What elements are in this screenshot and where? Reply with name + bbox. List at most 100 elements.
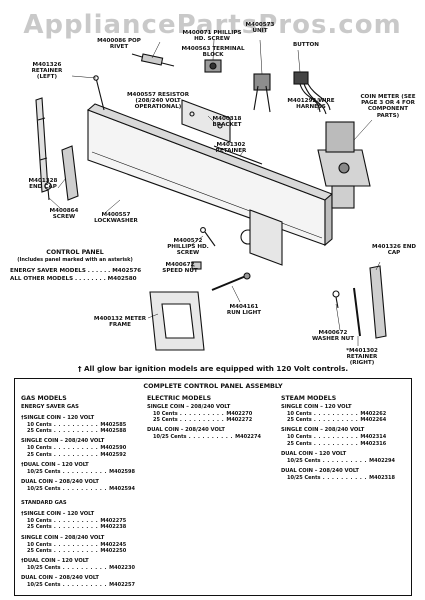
part-row-label: 10/25 Cents — [153, 434, 187, 441]
model-group-heading: DUAL COIN – 208/240 VOLT — [21, 479, 99, 486]
part-row-label: 10 Cents — [153, 411, 178, 417]
part-row: 25 Cents . . . . . . . . . . M402316 — [281, 441, 409, 447]
part-row: 10 Cents . . . . . . . . . . M402275 — [21, 518, 141, 524]
wire-harness-label: M401292 WIRE HARNESS — [287, 98, 335, 111]
model-group: STANDARD GAS — [21, 500, 141, 507]
column-heading: STEAM MODELS — [281, 395, 337, 402]
exploded-view-drawing — [35, 39, 387, 351]
part-number: M402592 — [100, 451, 127, 458]
retainer-right-part — [353, 287, 361, 337]
speed-nut-part — [191, 261, 202, 270]
run-light-label: M404161 RUN LIGHT — [226, 304, 262, 317]
leader-dots: . . . . . . . . . . — [177, 417, 227, 424]
coin-meter-part — [317, 121, 371, 209]
column-heading: ELECTRIC MODELS — [147, 395, 212, 402]
leader-dots: . . . . . . . . . . — [51, 547, 101, 554]
coin-meter-label: COIN METER (See page 3 or 4 for componen… — [360, 94, 416, 119]
pop-rivet-label: M400086 POP RIVET — [97, 38, 141, 51]
part-row-label: 10 Cents — [27, 422, 52, 428]
leader-dots: . . . . . . . . . . — [51, 518, 101, 525]
resistor-label: M400557 RESISTOR (208/240 Volt operation… — [126, 92, 189, 111]
leader-dots: . . . . . . . . . . — [311, 440, 361, 447]
part-number: M402270 — [226, 411, 253, 417]
part-row-label: 10/25 Cents — [287, 457, 321, 464]
leader-dots: . . . . . . . . . . — [311, 434, 361, 441]
leader-dots: . . . . . . . . . . — [186, 434, 236, 441]
energy-saver-models-label: ENERGY SAVER MODELS . . . . . . M402576 — [10, 268, 142, 274]
part-number: M402238 — [100, 524, 127, 531]
wire-harness-part — [293, 71, 331, 115]
leader-dots: . . . . . . . . . . — [311, 417, 361, 424]
part-row: 25 Cents . . . . . . . . . . M402272 — [147, 417, 275, 423]
leader-dots: . . . . . . . . . . — [320, 475, 370, 482]
model-group-heading: DUAL COIN – 208/240 VOLT — [147, 427, 225, 434]
model-group-heading: †SINGLE COIN – 120 VOLT — [21, 511, 95, 518]
part-row: 10 Cents . . . . . . . . . . M402262 — [281, 411, 409, 417]
part-row: 10/25 Cents . . . . . . . . . . M402594 — [21, 486, 141, 492]
column-heading: GAS MODELS — [21, 395, 67, 402]
all-other-models-label: ALL OTHER MODELS . . . . . . . . M402580 — [10, 276, 137, 282]
part-number: M402257 — [109, 582, 135, 589]
leader-dots: . . . . . . . . . . — [311, 411, 361, 417]
part-row-label: 25 Cents — [287, 440, 312, 447]
unit-label: M400573 UNIT — [245, 22, 275, 35]
part-number: M402594 — [109, 486, 135, 493]
watermark: AppliancePartsPros.com — [23, 10, 402, 40]
lockwasher-label: M400557 LOCKWASHER — [94, 212, 138, 225]
part-row: 25 Cents . . . . . . . . . . M402588 — [21, 428, 141, 434]
part-row-label: 10/25 Cents — [27, 468, 61, 475]
part-number: M402316 — [360, 440, 387, 447]
phillips-screw-mid-label: M400572 PHILLIPS HD. SCREW — [167, 238, 209, 257]
retainer-mid-part — [213, 145, 263, 165]
part-number: M402588 — [100, 428, 127, 435]
retainer-mid-label: M401302 RETAINER — [215, 142, 247, 155]
phillips-screw-mid-part — [200, 227, 216, 247]
leader-dots: . . . . . . . . . . — [177, 411, 227, 417]
part-row-label: 25 Cents — [27, 524, 52, 531]
model-group-heading: SINGLE COIN – 208/240 VOLT — [147, 404, 231, 410]
model-group-heading: SINGLE COIN – 208/240 VOLT — [281, 427, 365, 434]
part-row-label: 10/25 Cents — [27, 486, 61, 493]
part-number: M402272 — [226, 417, 253, 424]
model-group: ENERGY SAVER GAS — [21, 404, 141, 411]
meter-frame-part — [149, 291, 205, 351]
leader-dots: . . . . . . . . . . — [51, 524, 101, 531]
screw-part — [44, 182, 52, 201]
model-group-heading: DUAL COIN – 120 VOLT — [281, 450, 347, 457]
screw-label: M400864 SCREW — [49, 208, 79, 221]
leader-dots: . . . . . . . . . . — [60, 582, 110, 589]
part-row-label: 10 Cents — [27, 541, 52, 548]
assembly-title: COMPLETE CONTROL PANEL ASSEMBLY — [143, 382, 283, 390]
bracket-label: M400318 BRACKET — [212, 116, 242, 129]
terminal-block-label: M400563 TERMINAL BLOCK — [181, 46, 245, 59]
part-row: 25 Cents . . . . . . . . . . M402238 — [21, 524, 141, 530]
part-row-label: 25 Cents — [27, 547, 52, 554]
model-group-heading: ENERGY SAVER GAS — [21, 404, 79, 410]
end-cap-right-label: M401326 END CAP — [372, 244, 417, 257]
washer-nut-label: M400672 WASHER NUT — [311, 330, 355, 343]
leader-dots: . . . . . . . . . . — [51, 451, 101, 458]
model-group-heading: STANDARD GAS — [21, 500, 67, 507]
part-number: M402264 — [360, 417, 387, 424]
part-row-label: 10 Cents — [27, 445, 52, 452]
part-number: M402230 — [109, 565, 135, 572]
phillips-screw-top-label: M400071 PHILLIPS HD. SCREW — [182, 30, 242, 43]
part-row: 25 Cents . . . . . . . . . . M402264 — [281, 417, 409, 423]
part-row-label: 10 Cents — [27, 518, 52, 525]
part-row: 10/25 Cents . . . . . . . . . . M402318 — [281, 475, 409, 481]
control-panel-title: CONTROL PANEL — [46, 249, 104, 256]
retainer-right-label: *M401302 RETAINER (Right) — [346, 348, 378, 367]
part-row: 10/25 Cents . . . . . . . . . . M402274 — [147, 434, 275, 440]
control-panel-part — [86, 103, 334, 266]
part-number: M402585 — [100, 422, 127, 428]
model-group-heading: SINGLE COIN – 208/240 VOLT — [21, 438, 105, 445]
terminal-block-part — [204, 59, 222, 73]
